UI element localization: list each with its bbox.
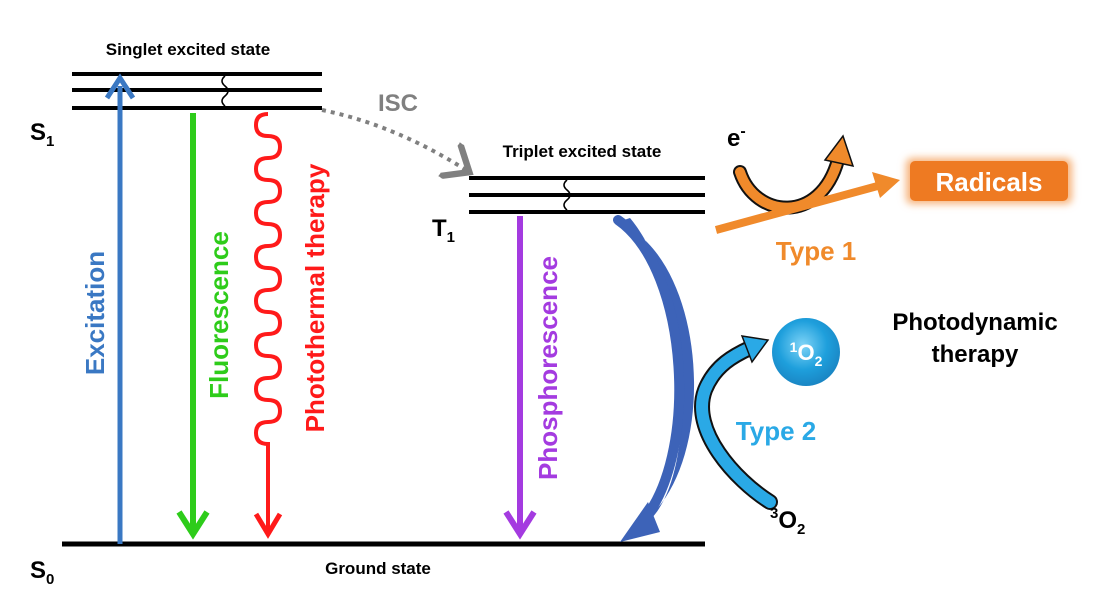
- pdt-label-line1: Photodynamic: [892, 309, 1057, 336]
- excitation-arrow: [104, 73, 136, 544]
- singlet-relaxation-squiggle: [221, 75, 229, 107]
- singlet-state-label: Singlet excited state: [106, 40, 270, 59]
- triplet-state-label: Triplet excited state: [503, 142, 662, 161]
- fluorescence-label: Fluorescence: [204, 231, 234, 399]
- electron-label: e-: [727, 123, 746, 152]
- type1-label: Type 1: [776, 236, 856, 266]
- triplet-levels: [469, 176, 705, 214]
- singlet-oxygen-bubble: [772, 318, 840, 386]
- excitation-label: Excitation: [80, 251, 110, 375]
- triplet-oxygen-label: 3O2: [770, 505, 805, 538]
- photothermal-label: Photothermal therapy: [300, 163, 330, 432]
- type2-arrow: [694, 335, 778, 510]
- triplet-relaxation-squiggle: [563, 179, 571, 211]
- type1-arrow: [714, 172, 900, 234]
- s0-label: S0: [30, 557, 54, 588]
- isc-arrow: [321, 108, 466, 170]
- type2-label: Type 2: [736, 416, 816, 446]
- fluorescence-arrow: [176, 113, 210, 540]
- singlet-oxygen-label: 1O2: [790, 339, 823, 369]
- s1-label: S1: [30, 119, 54, 150]
- photothermal-arrow: [253, 112, 283, 539]
- pdt-label-line2: therapy: [932, 341, 1019, 368]
- ground-state-label: Ground state: [325, 559, 431, 578]
- isc-label: ISC: [378, 90, 418, 117]
- radicals-label: Radicals: [936, 167, 1043, 197]
- energy-transfer-arrow: [613, 215, 695, 542]
- phosphorescence-label: Phosphorescence: [533, 256, 563, 480]
- t1-label: T1: [432, 215, 455, 246]
- radicals-box: [906, 158, 1072, 204]
- phosphorescence-arrow: [503, 216, 537, 540]
